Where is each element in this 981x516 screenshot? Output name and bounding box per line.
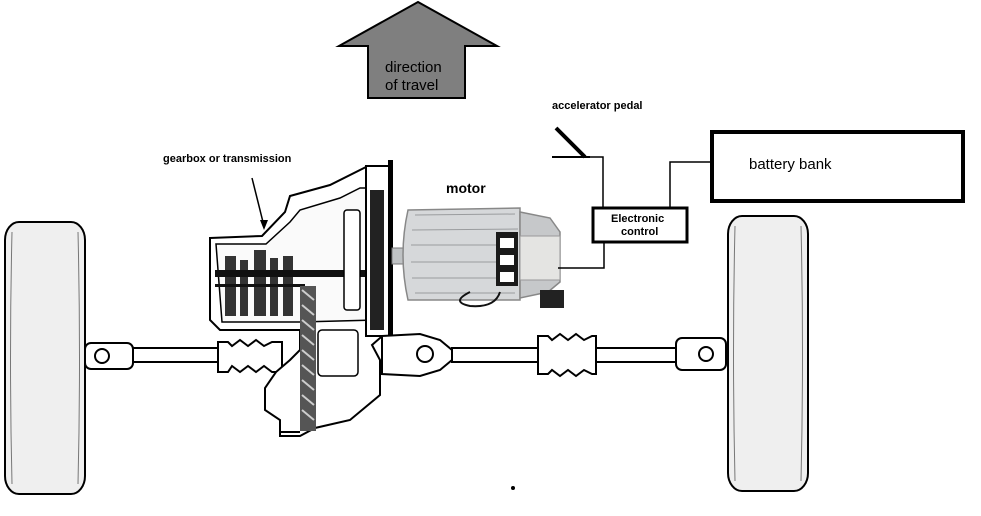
accelerator-pedal xyxy=(552,126,590,159)
pedal-wire xyxy=(588,156,604,208)
right-wheel xyxy=(727,215,809,492)
left-driveshaft xyxy=(84,338,283,374)
motor xyxy=(391,207,564,308)
right-driveshaft xyxy=(381,332,727,378)
control-label-line1: Electronic xyxy=(611,213,665,225)
control-label-line2: control xyxy=(621,226,659,238)
gearbox-pointer xyxy=(251,177,265,227)
direction-label: direction of travel xyxy=(385,59,442,95)
battery-label: battery bank xyxy=(749,156,832,173)
direction-label-line1: direction xyxy=(385,59,442,76)
motor-wire xyxy=(558,242,605,269)
left-wheel xyxy=(4,221,86,495)
battery-wire xyxy=(669,161,712,208)
gearbox-label: gearbox or transmission xyxy=(163,153,292,165)
electronic-control-box xyxy=(591,206,689,244)
direction-label-line2: of travel xyxy=(385,77,439,94)
control-label: Electronic control xyxy=(611,213,664,239)
motor-label: motor xyxy=(446,180,486,196)
stray-dot xyxy=(511,486,515,490)
battery-bank-box xyxy=(710,130,965,203)
direction-arrow xyxy=(335,0,501,99)
gearbox xyxy=(209,160,393,437)
accelerator-label: accelerator pedal xyxy=(552,100,643,112)
